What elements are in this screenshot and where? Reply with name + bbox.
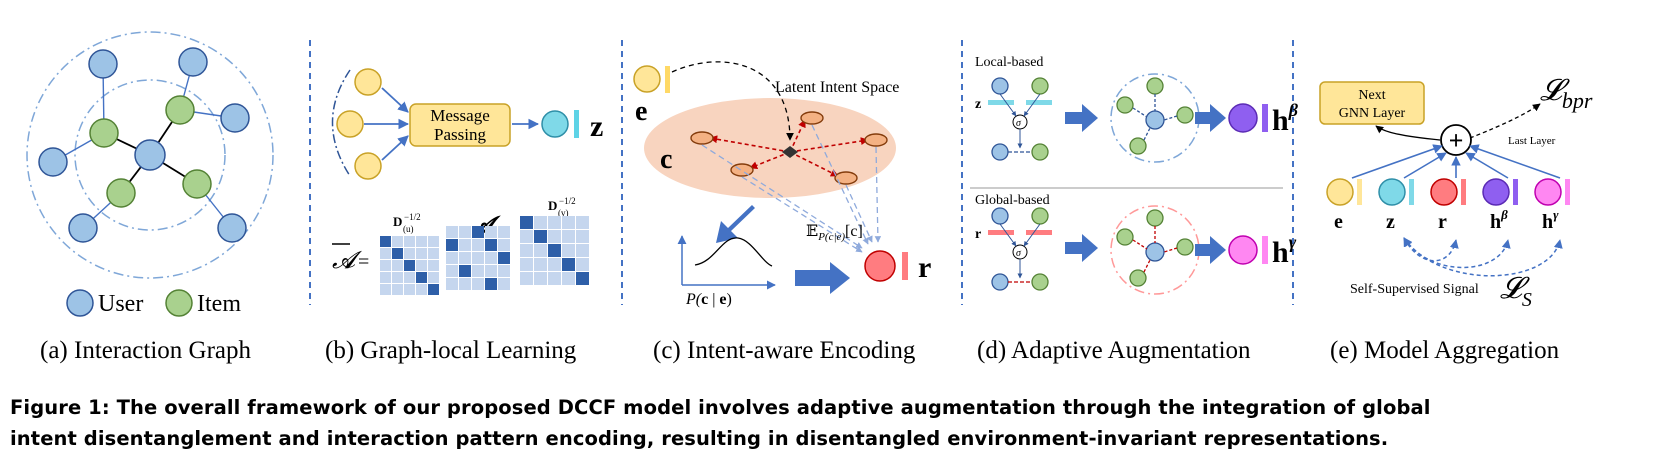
aggregation-nodes: e z r hβ hγ <box>1326 178 1570 233</box>
svg-text:hβ: hβ <box>1272 100 1299 137</box>
panel-d-adaptive-augmentation: Local-based Global-based z σ h <box>970 55 1299 364</box>
subcaption-a: (a) Interaction Graph <box>40 337 251 364</box>
panel-dividers <box>309 40 1294 305</box>
agg-node-4 <box>1534 178 1562 206</box>
item-node <box>89 95 212 208</box>
svg-text:GNN Layer: GNN Layer <box>1339 106 1406 121</box>
agg-label-0: e <box>1334 211 1343 233</box>
agg-node-3 <box>1482 178 1510 206</box>
svg-text:(u): (u) <box>403 224 414 234</box>
latent-space-blob <box>644 98 896 198</box>
svg-text:z: z <box>975 97 981 112</box>
legend-item: Item <box>197 291 241 317</box>
legend-user-icon <box>66 289 94 317</box>
svg-text:𝓛bpr: 𝓛bpr <box>1540 74 1593 113</box>
panel-e-model-aggregation: Next GNN Layer 𝓛bpr Last Layer + e z r hβ hγ… <box>1319 74 1593 364</box>
matrix-a <box>446 226 510 290</box>
svg-text:Next: Next <box>1358 88 1385 103</box>
svg-text:−1/2: −1/2 <box>559 196 576 206</box>
svg-text:Passing: Passing <box>434 125 486 144</box>
svg-text:Global-based: Global-based <box>975 193 1050 208</box>
svg-text:D: D <box>548 198 557 213</box>
svg-text:𝓛S: 𝓛S <box>1500 272 1532 311</box>
svg-text:𝔼P(c|e)[c]: 𝔼P(c|e)[c] <box>806 223 863 243</box>
svg-text:P(c | e): P(c | e) <box>685 291 732 308</box>
svg-text:Self-Supervised Signal: Self-Supervised Signal <box>1350 282 1479 297</box>
svg-text:+: + <box>1449 126 1464 155</box>
svg-text:=: = <box>358 251 369 273</box>
agg-node-1 <box>1378 178 1406 206</box>
panel-b-graph-local-learning: Message Passing z 𝓐 = D (u) −1/2 𝓐 D (v)… <box>325 68 603 364</box>
subcaption-d: (d) Adaptive Augmentation <box>977 337 1251 364</box>
matrix-d-u <box>380 236 439 295</box>
r-symbol: r <box>918 251 931 284</box>
sum-node <box>1440 124 1472 156</box>
subcaption-e: (e) Model Aggregation <box>1330 337 1560 364</box>
caption-line-2: intent disentanglement and interaction p… <box>10 427 1389 450</box>
svg-text:Local-based: Local-based <box>975 55 1043 70</box>
svg-text:−1/2: −1/2 <box>404 212 421 222</box>
agg-label-1: z <box>1386 211 1395 233</box>
subcaption-b: (b) Graph-local Learning <box>325 337 577 364</box>
svg-text:D: D <box>393 214 402 229</box>
svg-text:σ: σ <box>1016 248 1022 259</box>
svg-text:hγ: hγ <box>1272 232 1297 269</box>
c-symbol: c <box>660 144 672 175</box>
z-symbol: z <box>590 110 603 143</box>
agg-label-4: hγ <box>1542 207 1559 233</box>
panel-a-interaction-graph: User Item (a) Interaction Graph <box>26 31 274 364</box>
svg-text:Message: Message <box>430 106 489 125</box>
svg-text:Last Layer: Last Layer <box>1508 135 1556 147</box>
legend-user: User <box>98 291 143 317</box>
agg-label-3: hβ <box>1490 207 1508 233</box>
matrix-d-v <box>520 216 589 285</box>
svg-text:σ: σ <box>1016 118 1022 129</box>
figure-caption: Figure 1: The overall framework of our p… <box>10 392 1655 454</box>
message-passing-box <box>409 103 511 147</box>
agg-label-2: r <box>1438 211 1447 233</box>
svg-text:r: r <box>975 227 981 242</box>
svg-text:(v): (v) <box>558 208 569 218</box>
caption-line-1: Figure 1: The overall framework of our p… <box>10 396 1431 419</box>
svg-text:Latent Intent Space: Latent Intent Space <box>775 79 899 96</box>
legend-item-icon <box>165 289 193 317</box>
e-symbol: e <box>635 96 647 127</box>
agg-node-2 <box>1430 178 1458 206</box>
panel-c-intent-encoding: Latent Intent Space e c <box>633 61 931 364</box>
user-node <box>38 47 250 243</box>
subcaption-c: (c) Intent-aware Encoding <box>653 337 916 364</box>
next-gnn-layer-box <box>1319 81 1425 125</box>
agg-node-0 <box>1326 178 1354 206</box>
